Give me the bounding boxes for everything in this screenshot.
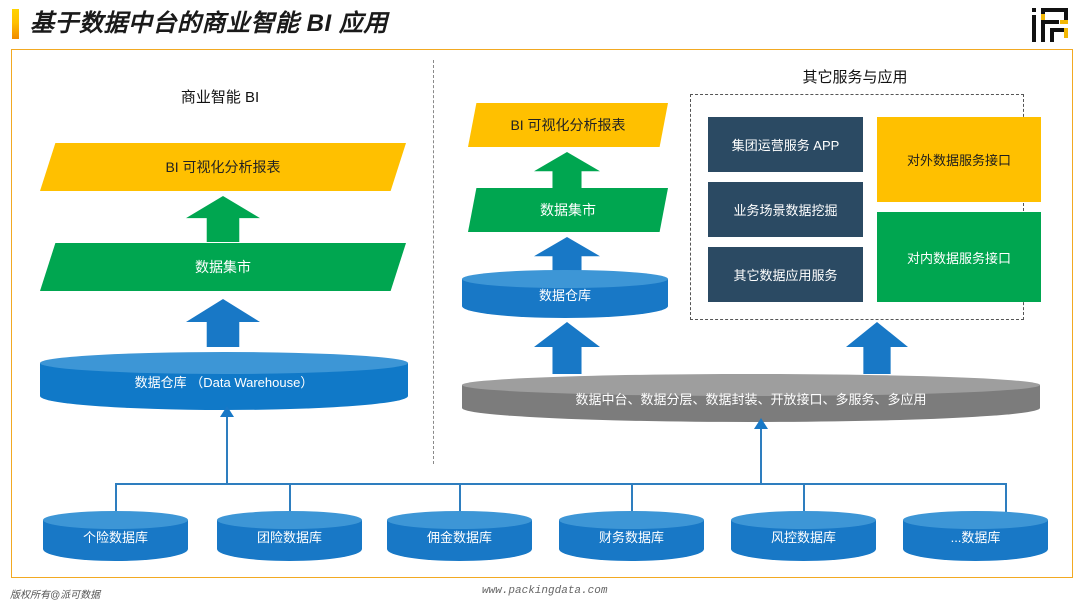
database-cylinder-3[interactable]: 财务数据库 bbox=[559, 511, 704, 561]
left-section-title: 商业智能 BI bbox=[180, 89, 260, 106]
left-data-warehouse-cylinder[interactable]: 数据仓库 （Data Warehouse） bbox=[40, 352, 408, 410]
database-label-3: 财务数据库 bbox=[598, 529, 664, 545]
left-data-warehouse-label: 数据仓库 （Data Warehouse） bbox=[134, 374, 314, 390]
other-services-group bbox=[690, 94, 1024, 320]
service-box-2[interactable]: 其它数据应用服务 bbox=[708, 247, 863, 302]
cylinder-top bbox=[43, 511, 188, 529]
database-cylinder-0[interactable]: 个险数据库 bbox=[43, 511, 188, 561]
cylinder-top bbox=[40, 352, 408, 374]
cylinder-top bbox=[462, 270, 668, 288]
mid-data-mart-banner[interactable]: 数据集市 bbox=[468, 188, 668, 232]
connector-drop-2 bbox=[459, 483, 461, 516]
footer-copyright: 版权所有@派可数据 bbox=[10, 590, 101, 601]
database-label-5: ...数据库 bbox=[950, 529, 1001, 545]
footer-site: www.packingdata.com bbox=[482, 585, 608, 597]
connector-drop-0 bbox=[115, 483, 117, 516]
slide-header: 基于数据中台的商业智能 BI 应用 bbox=[0, 0, 1084, 48]
database-label-0: 个险数据库 bbox=[82, 529, 148, 545]
cylinder-top bbox=[217, 511, 362, 529]
mid-data-warehouse-cylinder[interactable]: 数据仓库 bbox=[462, 270, 668, 318]
connector-riser-platform bbox=[760, 424, 762, 484]
data-platform-label: 数据中台、数据分层、数据封装、开放接口、多服务、多应用 bbox=[575, 391, 927, 407]
page-title: 基于数据中台的商业智能 BI 应用 bbox=[30, 10, 388, 37]
connector-drop-1 bbox=[289, 483, 291, 516]
interface-box-external[interactable]: 对外数据服务接口 bbox=[877, 117, 1041, 202]
left-data-mart-banner[interactable]: 数据集市 bbox=[40, 243, 406, 291]
connector-drop-3 bbox=[631, 483, 633, 516]
section-divider bbox=[433, 60, 434, 464]
database-cylinder-1[interactable]: 团险数据库 bbox=[217, 511, 362, 561]
database-label-1: 团险数据库 bbox=[256, 529, 322, 545]
title-accent-bar bbox=[12, 9, 19, 39]
connector-bus bbox=[115, 483, 1006, 485]
cylinder-top bbox=[387, 511, 532, 529]
mid-data-warehouse-label: 数据仓库 bbox=[538, 287, 591, 303]
left-bi-report-banner[interactable]: BI 可视化分析报表 bbox=[40, 143, 406, 191]
database-label-4: 风控数据库 bbox=[770, 529, 836, 545]
connector-arrow-platform bbox=[754, 417, 768, 435]
database-cylinder-2[interactable]: 佣金数据库 bbox=[387, 511, 532, 561]
data-platform-bar[interactable]: 数据中台、数据分层、数据封装、开放接口、多服务、多应用 bbox=[462, 374, 1040, 422]
service-box-1[interactable]: 业务场景数据挖掘 bbox=[708, 182, 863, 237]
right-section-title: 其它服务与应用 bbox=[802, 69, 908, 86]
database-label-2: 佣金数据库 bbox=[426, 529, 492, 545]
database-cylinder-4[interactable]: 风控数据库 bbox=[731, 511, 876, 561]
cylinder-top bbox=[731, 511, 876, 529]
cylinder-top bbox=[903, 511, 1048, 529]
cylinder-top bbox=[559, 511, 704, 529]
connector-drop-4 bbox=[803, 483, 805, 516]
service-box-0[interactable]: 集团运营服务 APP bbox=[708, 117, 863, 172]
database-cylinder-5[interactable]: ...数据库 bbox=[903, 511, 1048, 561]
ifc-logo-icon bbox=[1030, 6, 1070, 44]
cylinder-top bbox=[462, 374, 1040, 396]
connector-drop-5 bbox=[1005, 483, 1007, 516]
connector-riser-left bbox=[226, 412, 228, 484]
mid-bi-report-banner[interactable]: BI 可视化分析报表 bbox=[468, 103, 668, 147]
interface-box-internal[interactable]: 对内数据服务接口 bbox=[877, 212, 1041, 302]
connector-arrow-left bbox=[220, 405, 234, 423]
